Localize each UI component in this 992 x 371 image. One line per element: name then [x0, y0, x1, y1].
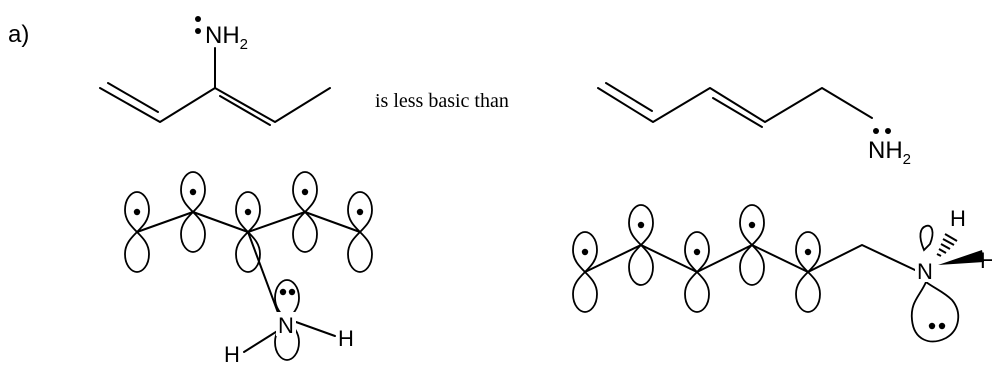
right-orbital-n-label: N: [917, 259, 933, 284]
right-double-bond-2: [712, 97, 763, 128]
right-n-label-bg: [915, 256, 937, 282]
right-p-orbital-4: [739, 204, 765, 286]
right-nitrogen-sp3-orbital: [910, 224, 960, 343]
left-skeletal-structure: NH2: [99, 16, 331, 126]
left-orbital-nh-bond-2: [295, 321, 336, 337]
right-n-large-lobe: [910, 280, 960, 343]
comparison-text: is less basic than: [375, 90, 509, 112]
right-skeletal-structure: NH2: [597, 82, 911, 168]
right-chain-bonds: [597, 87, 873, 123]
right-n-lone-pair-dot-2: [938, 322, 946, 330]
left-n-label-bg: [276, 312, 296, 336]
left-p-orbital-2: [180, 171, 206, 253]
left-p-orbital-5: [347, 191, 373, 273]
left-orbital-n-label: N: [278, 313, 294, 338]
right-p-orbital-5: [795, 231, 821, 313]
left-double-bond-2: [219, 95, 271, 126]
right-hashed-wedge: [936, 233, 958, 257]
left-orbital-h-label-2: H: [338, 326, 354, 351]
left-nitrogen-orbital: [274, 279, 300, 361]
right-n-small-lobe: [919, 224, 934, 252]
left-p-orbital-3: [235, 191, 261, 273]
left-p-orbital-4: [292, 171, 318, 253]
right-p-orbital-2: [628, 204, 654, 286]
left-lone-pair-dot-2: [195, 28, 201, 34]
right-orbital-chain: [584, 244, 916, 273]
left-p-orbital-1: [124, 191, 150, 273]
left-double-bond-1: [107, 82, 159, 113]
left-chain-bonds: [99, 87, 331, 123]
right-bold-wedge: [938, 250, 984, 265]
right-n-lone-pair-dot-1: [928, 322, 936, 330]
right-lone-pair-dot-1: [873, 128, 879, 134]
left-amine-label: NH2: [205, 22, 248, 53]
left-orbital-cn-bond: [247, 231, 281, 319]
right-orbital-diagram: N H H: [572, 204, 992, 343]
right-double-bond-1: [605, 82, 653, 112]
right-lone-pair-dot-2: [885, 128, 891, 134]
right-p-orbital-1: [572, 231, 598, 313]
left-lone-pair-dot-1: [195, 16, 201, 22]
part-label: a): [8, 21, 29, 48]
right-orbital-h-label-1: H: [950, 206, 966, 231]
right-orbital-h-label-2: H: [980, 248, 992, 273]
left-orbital-h-label-1: H: [224, 342, 240, 367]
right-amine-label: NH2: [868, 137, 911, 168]
left-orbital-diagram: N H H: [124, 171, 373, 367]
right-p-orbital-3: [684, 231, 710, 313]
left-orbital-nh-bond-1: [243, 329, 280, 353]
